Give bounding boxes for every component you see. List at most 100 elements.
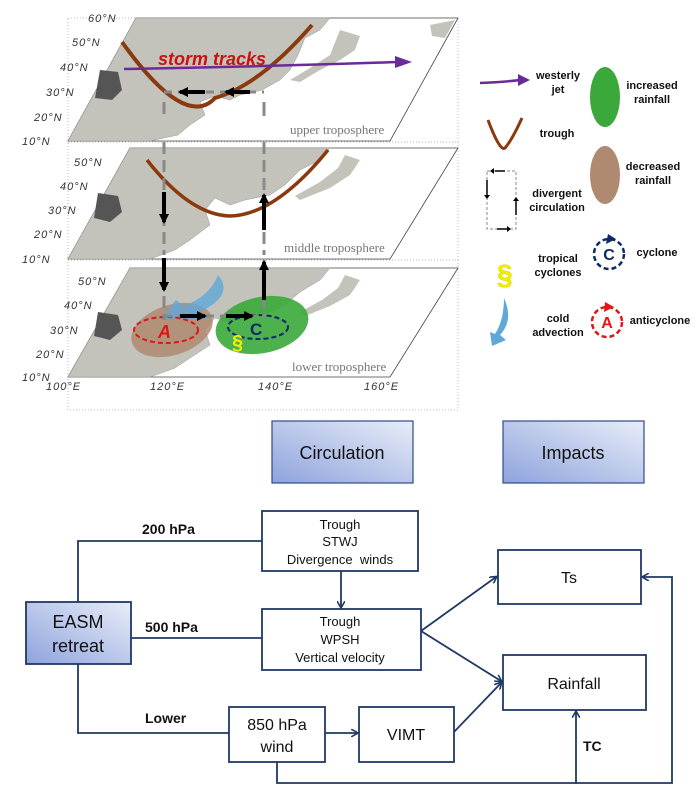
edge-label-lower: Lower — [145, 710, 187, 726]
legend-label: cyclones — [534, 267, 581, 279]
tibet-middle — [94, 193, 122, 222]
edge-label-200hpa: 200 hPa — [142, 521, 195, 537]
layer-upper: storm tracks upper troposphere 60°N 50°N… — [22, 13, 459, 148]
legend-label: decreased — [626, 161, 680, 173]
lat-tick: 10°N — [22, 254, 51, 266]
lat-axis-middle: 50°N 40°N 30°N 20°N 10°N — [22, 157, 103, 266]
cyclone-arrowhead-icon — [606, 234, 616, 244]
legend: westerly jet trough divergent circulatio… — [479, 67, 690, 346]
divergent-circulation-icon — [484, 168, 519, 232]
legend-item-anticyclone: A anticyclone — [590, 302, 690, 339]
edge-label-tc: TC — [583, 738, 602, 754]
tibet-upper — [95, 70, 122, 100]
legend-item-westerly-jet: westerly jet — [479, 70, 581, 96]
box-line: WPSH — [321, 632, 360, 647]
legend-label: increased — [626, 80, 677, 92]
legend-label: rainfall — [634, 94, 670, 106]
legend-label: circulation — [529, 202, 585, 214]
header-impacts-label: Impacts — [541, 443, 604, 463]
legend-label: cold — [547, 313, 570, 325]
lat-tick: 20°N — [33, 229, 63, 241]
lat-tick: 60°N — [88, 13, 117, 25]
legend-label: trough — [540, 128, 575, 140]
lat-tick: 40°N — [60, 62, 89, 74]
lat-tick: 30°N — [50, 325, 79, 337]
lat-tick: 50°N — [74, 157, 103, 169]
box-line: wind — [260, 739, 294, 756]
layer-lower: A C § lower troposphere 50°N 40°N 30°N 2… — [22, 258, 459, 393]
edge-vimt-to-rainfall — [452, 683, 501, 734]
box-line: Rainfall — [547, 676, 600, 693]
box-850hpa-wind: 850 hPa wind — [228, 706, 326, 763]
lat-tick: 50°N — [78, 276, 107, 288]
lat-tick: 10°N — [22, 136, 51, 148]
header-circulation: Circulation — [271, 420, 414, 484]
westerly-jet-icon — [479, 78, 521, 85]
box-line: Ts — [561, 570, 577, 587]
lat-tick: 30°N — [48, 205, 77, 217]
cyclone-icon — [592, 237, 626, 271]
westerly-jet-arrowhead-icon — [518, 74, 530, 86]
header-circulation-label: Circulation — [299, 443, 384, 463]
edge-850-bottom-loop — [276, 577, 673, 784]
legend-label: advection — [532, 327, 584, 339]
lat-tick: 30°N — [46, 87, 75, 99]
lat-tick: 10°N — [22, 372, 51, 384]
box-line: STWJ — [322, 534, 357, 549]
lon-tick: 120°E — [150, 381, 185, 393]
cyclone-icon-letter: C — [603, 247, 615, 264]
anticyclone-icon — [590, 305, 624, 339]
land-japan-lower — [300, 275, 360, 316]
legend-label: jet — [551, 84, 565, 96]
box-easm-retreat: EASM retreat — [25, 601, 132, 665]
trough-middle — [145, 148, 330, 218]
lat-tick: 20°N — [35, 349, 65, 361]
box-vimt: VIMT — [358, 706, 455, 763]
legend-item-cyclone: C cyclone — [592, 234, 677, 271]
layer-middle: middle troposphere 50°N 40°N 30°N 20°N 1… — [22, 142, 459, 266]
anticyclone-icon-letter: A — [601, 315, 613, 332]
lat-axis-lower: 50°N 40°N 30°N 20°N 10°N — [22, 276, 107, 384]
lat-axis-upper: 60°N 50°N 40°N 30°N 20°N 10°N — [22, 13, 117, 148]
westerly-jet-upper — [123, 60, 399, 71]
box-rainfall: Rainfall — [502, 654, 647, 711]
legend-item-tropical-cyclones: § tropical cyclones — [497, 253, 582, 290]
legend-item-cold-advection: cold advection — [490, 298, 584, 346]
anticyclone-arrowhead-icon — [604, 302, 614, 312]
layer-label-middle: middle troposphere — [284, 240, 385, 255]
legend-label: rainfall — [635, 175, 671, 187]
lon-tick: 100°E — [46, 381, 81, 393]
legend-item-divergent-circulation: divergent circulation — [484, 168, 585, 232]
box-ts: Ts — [497, 549, 642, 605]
storm-tracks-label: storm tracks — [158, 49, 266, 69]
anticyclone-letter-map: A — [157, 322, 171, 342]
box-line: VIMT — [387, 727, 425, 744]
land-kamchatka-upper — [430, 20, 455, 38]
edge-label-500hpa: 500 hPa — [145, 619, 198, 635]
layer-label-upper: upper troposphere — [290, 122, 384, 137]
legend-label: divergent — [532, 188, 582, 200]
increased-rainfall-region — [215, 295, 309, 355]
divergent-flow-lower — [159, 258, 269, 321]
divergent-flow-upper — [162, 87, 266, 116]
lat-tick: 40°N — [60, 181, 89, 193]
lat-tick: 50°N — [72, 37, 101, 49]
trough-icon — [486, 117, 524, 150]
trough-upper — [120, 23, 314, 109]
lon-tick: 160°E — [364, 381, 399, 393]
box-line: Divergence winds — [287, 552, 394, 567]
box-line: Trough — [320, 614, 361, 629]
box-line: 850 hPa — [247, 717, 307, 734]
cyclone-circle-map — [227, 314, 289, 340]
land-japan-upper — [290, 30, 360, 82]
cold-advection-icon — [490, 298, 509, 346]
legend-label: tropical — [538, 253, 578, 265]
connectors — [77, 540, 673, 784]
legend-item-increased-rainfall: increased rainfall — [590, 67, 678, 127]
lat-tick: 40°N — [64, 300, 93, 312]
legend-label: westerly — [535, 70, 581, 82]
westerly-jet-arrowhead — [395, 56, 412, 68]
flowchart: Circulation Impacts 200 hPa 500 hPa Lowe… — [25, 420, 673, 784]
edge-easm-to-850 — [77, 663, 230, 734]
